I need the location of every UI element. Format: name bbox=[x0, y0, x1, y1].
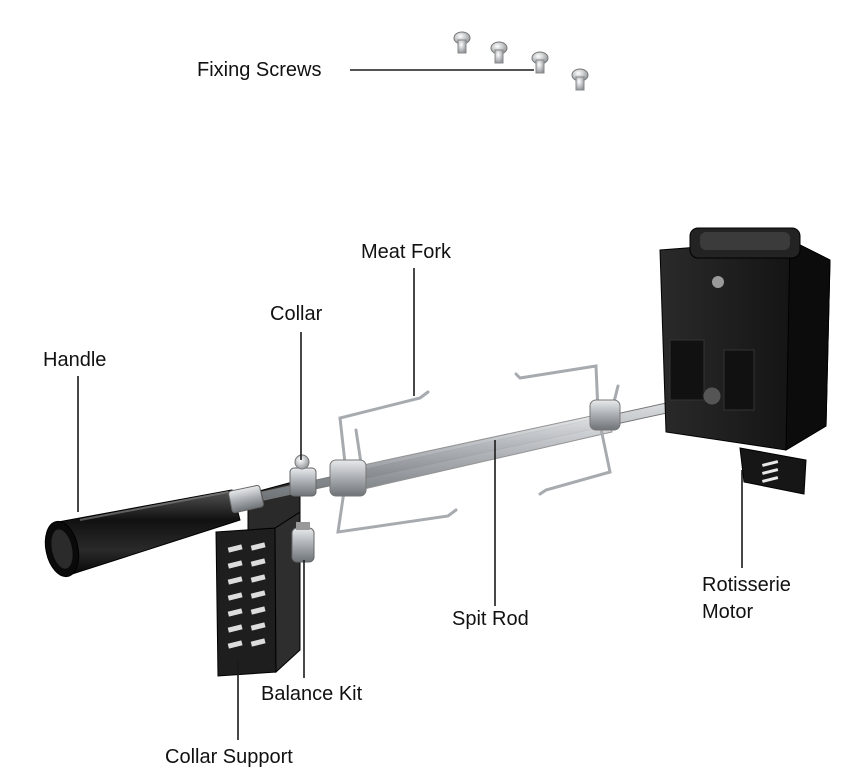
collar bbox=[289, 454, 317, 497]
screw bbox=[453, 31, 471, 54]
label-collar-support: Collar Support bbox=[165, 746, 293, 768]
label-handle: Handle bbox=[43, 349, 107, 371]
label-rotisserie-motor-line2: Motor bbox=[702, 601, 754, 623]
label-rotisserie-motor: Rotisserie Motor bbox=[702, 572, 791, 626]
screw bbox=[531, 51, 549, 74]
handle bbox=[44, 484, 264, 578]
label-fixing-screws: Fixing Screws bbox=[197, 59, 322, 81]
label-balance-kit: Balance Kit bbox=[261, 683, 363, 705]
rotisserie-motor bbox=[659, 227, 831, 495]
collar-support-bracket bbox=[215, 479, 301, 677]
screw bbox=[490, 41, 508, 64]
balance-kit bbox=[291, 522, 315, 563]
leader-lines bbox=[77, 69, 743, 740]
label-collar: Collar bbox=[270, 303, 323, 325]
screw bbox=[571, 68, 589, 91]
meat-fork-left bbox=[329, 390, 458, 534]
fixing-screws bbox=[453, 31, 589, 91]
label-spit-rod: Spit Rod bbox=[452, 608, 529, 630]
label-meat-fork: Meat Fork bbox=[361, 241, 452, 263]
label-rotisserie-motor-line1: Rotisserie bbox=[702, 574, 791, 596]
meat-fork-right bbox=[514, 364, 621, 496]
